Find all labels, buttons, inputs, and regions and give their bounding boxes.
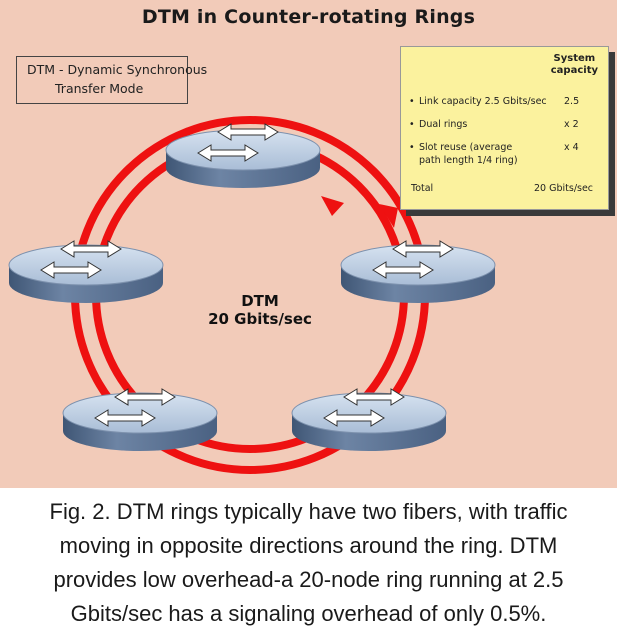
system-capacity-table: System capacity • Link capacity 2.5 Gbit… (400, 46, 609, 210)
capacity-row-label: Link capacity 2.5 Gbits/sec (419, 96, 547, 107)
figure-caption: Fig. 2. DTM rings typically have two fib… (0, 495, 617, 631)
bullet-icon: • (409, 119, 415, 130)
capacity-row-value: x 4 (564, 142, 579, 153)
ring-node-top (165, 123, 321, 188)
capacity-total-label: Total (411, 183, 434, 194)
capacity-row-label: Slot reuse (average (419, 142, 513, 153)
caption-line1: Fig. 2. DTM rings typically have two fib… (49, 499, 568, 524)
bullet-icon: • (409, 142, 415, 153)
ring-node-bottom-left (62, 388, 218, 451)
caption-line3: provides low overhead-a 20-node ring run… (53, 567, 564, 592)
acronym-line2: Transfer Mode (55, 81, 144, 96)
capacity-row-label-continued: path length 1/4 ring) (419, 155, 518, 166)
capacity-row-value: x 2 (564, 119, 579, 130)
caption-line2: moving in opposite directions around the… (59, 533, 558, 558)
capacity-table-header: System capacity (550, 53, 598, 76)
ring-direction-arrow-outer (379, 204, 398, 228)
ring-center-label: DTM 20 Gbits/sec (195, 292, 325, 328)
traffic-arrows-icon (94, 388, 176, 427)
capacity-row-value: 2.5 (564, 96, 580, 107)
bullet-icon: • (409, 96, 415, 107)
traffic-arrows-icon (372, 240, 454, 279)
caption-line4: Gbits/sec has a signaling overhead of on… (70, 601, 547, 626)
traffic-arrows-icon (40, 240, 122, 279)
ring-direction-arrow-inner (321, 196, 344, 216)
diagram-title: DTM in Counter-rotating Rings (141, 6, 476, 28)
traffic-arrows-icon (323, 388, 405, 427)
acronym-definition-box: DTM - Dynamic Synchronous Transfer Mode (16, 56, 207, 104)
center-label-line1: DTM (241, 292, 279, 310)
acronym-line1: DTM - Dynamic Synchronous (27, 62, 208, 77)
diagram-panel: DTM in Counter-rotating Rings (0, 0, 617, 488)
ring-node-bottom-right (291, 388, 447, 451)
ring-node-left (8, 240, 164, 303)
capacity-total-value: 20 Gbits/sec (534, 183, 594, 194)
center-label-line2: 20 Gbits/sec (208, 310, 312, 328)
capacity-row-label: Dual rings (419, 119, 468, 130)
traffic-arrows-icon (197, 123, 279, 162)
ring-node-right (340, 240, 496, 303)
ring-diagram (8, 116, 496, 474)
